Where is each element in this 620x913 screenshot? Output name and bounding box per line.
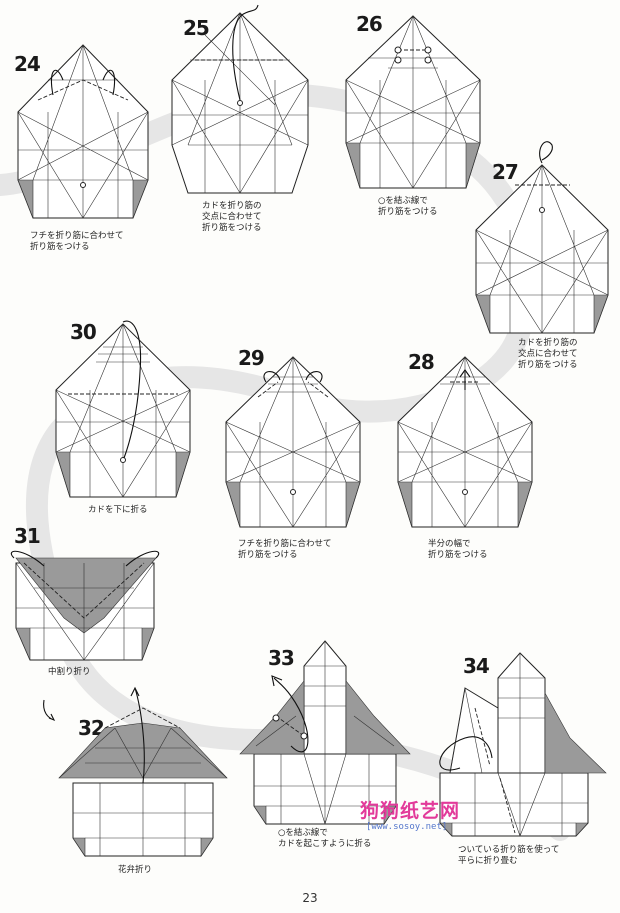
step-30-number: 30 [70,320,97,344]
step-31-caption: 中割り折り [48,667,91,677]
step-30-diagram [55,320,191,498]
step-24-diagram [17,44,149,219]
step-33-caption: ○を結ぶ線で カドを起こすように折る [278,828,372,849]
page-number: 23 [302,891,318,905]
step-27-number: 27 [492,160,519,184]
step-28-diagram [397,356,533,528]
step-34-diagram [439,652,607,837]
transition-arrow [43,699,56,722]
step-34-caption: ついている折り筋を使って 平らに折り畳む [458,845,560,866]
step-31-diagram [11,550,159,661]
step-30-caption: カドを下に折る [88,505,148,515]
step-28-caption: 半分の幅で 折り筋をつける [428,539,488,560]
watermark-title: 狗狗纸艺网 [360,800,461,822]
step-32-diagram [58,686,228,857]
step-29-number: 29 [238,346,265,370]
step-29-caption: フチを折り筋に合わせて 折り筋をつける [238,539,332,560]
step-26-caption: ○を結ぶ線で 折り筋をつける [378,196,438,217]
step-25-caption: カドを折り筋の 交点に合わせて 折り筋をつける [202,201,262,233]
step-29-diagram [225,356,361,528]
step-24-number: 24 [14,52,41,76]
step-26-number: 26 [356,12,383,36]
step-25-number: 25 [183,16,210,40]
step-33-number: 33 [268,646,295,670]
step-27-diagram [475,141,609,334]
step-31-number: 31 [14,524,41,548]
step-27-caption: カドを折り筋の 交点に合わせて 折り筋をつける [518,338,578,370]
watermark-url: [www.sosoy.net] [366,822,448,832]
step-24-caption: フチを折り筋に合わせて 折り筋をつける [30,231,124,252]
step-26-diagram [345,15,481,189]
step-32-caption: 花弁折り [118,865,153,875]
step-33-diagram [239,640,411,825]
step-28-number: 28 [408,350,435,374]
step-25-diagram [171,4,309,194]
step-34-number: 34 [463,654,490,678]
